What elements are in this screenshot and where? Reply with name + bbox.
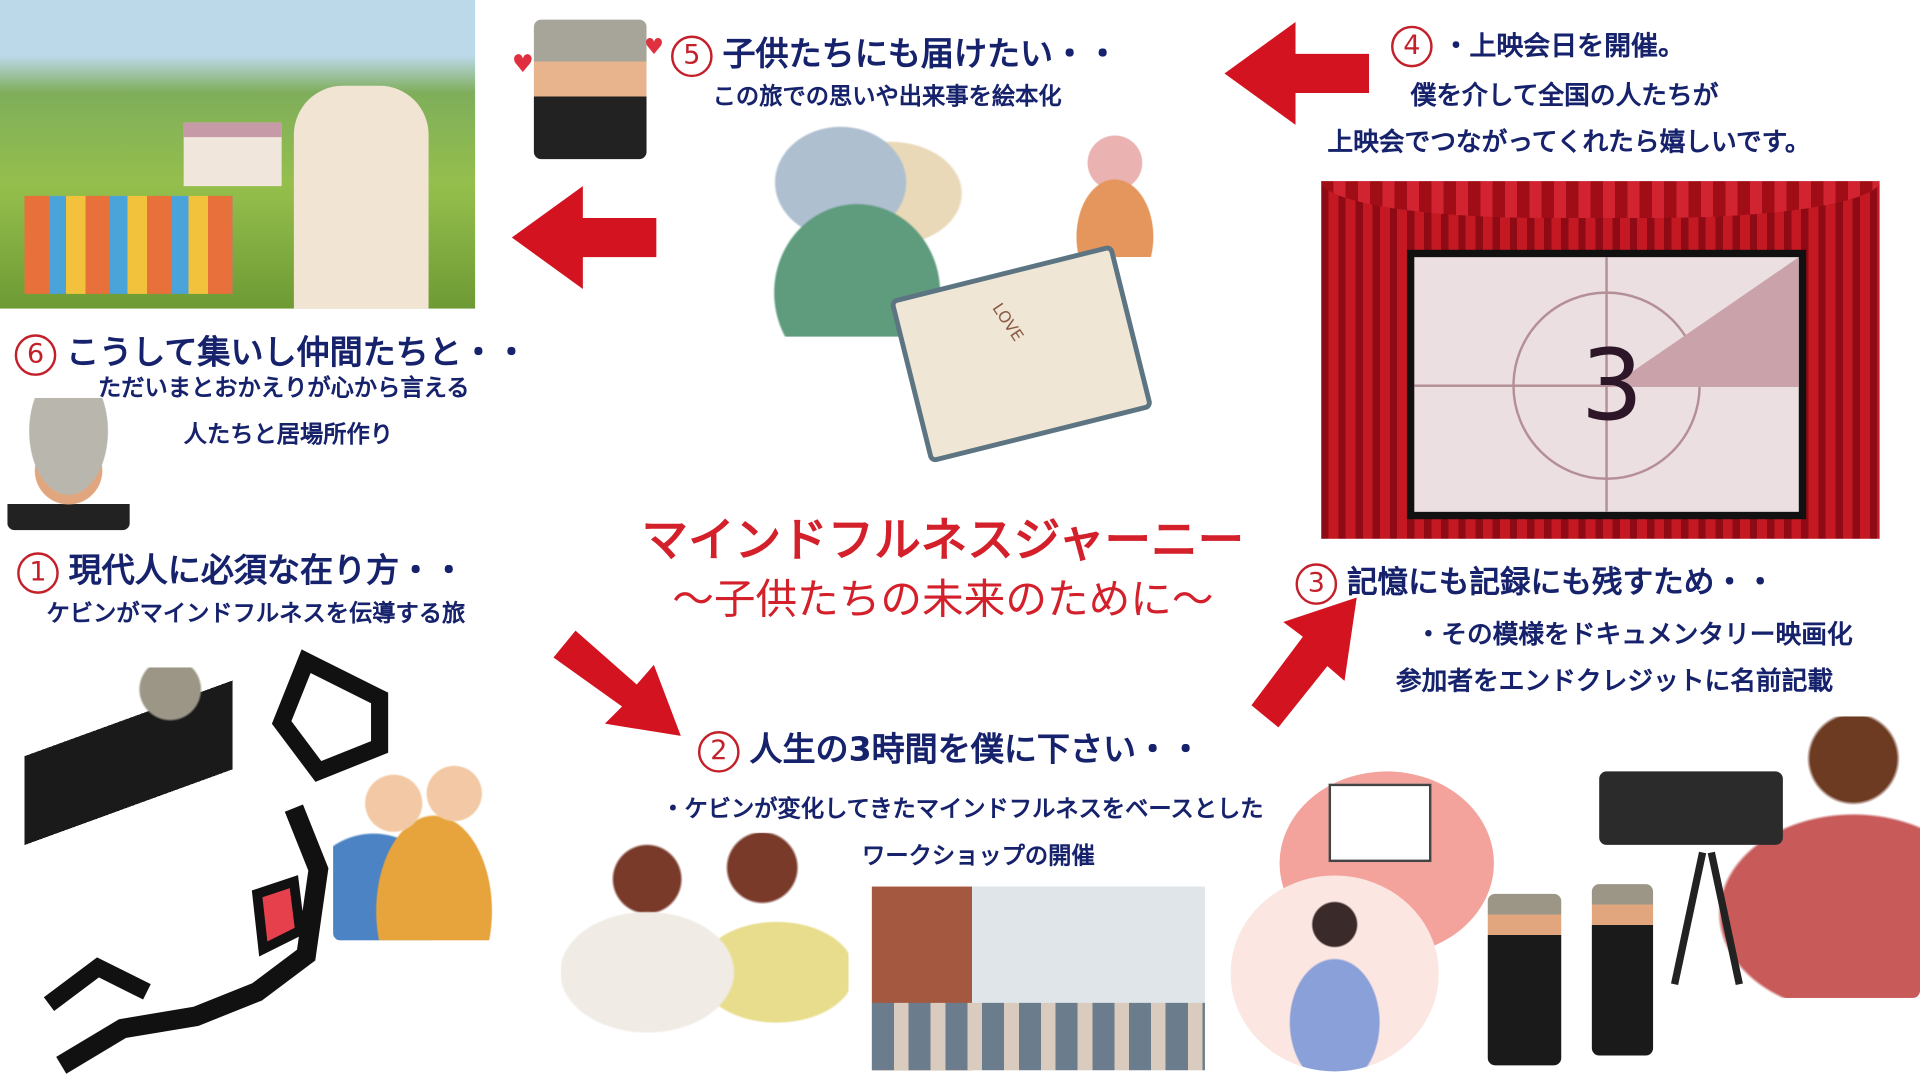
- step-1-line: ケビンがマインドフルネスを伝導する旅: [46, 600, 466, 627]
- step-4-line: 上映会でつながってくれたら嬉しいです。: [1327, 127, 1811, 157]
- step-4-heading: 4 ・上映会日を開催。: [1391, 24, 1685, 67]
- main-title: マインドフルネスジャーニー: [641, 513, 1245, 567]
- step-2-line: ・ケビンが変化してきたマインドフルネスをベースとした: [661, 795, 1264, 823]
- group-friends-illustration: [333, 744, 536, 941]
- workshop-photo: [871, 886, 1205, 1071]
- avatar-standing: [1487, 893, 1562, 1066]
- step-6-line: 人たちと居場所作り: [183, 421, 394, 449]
- running-avatar: [24, 667, 233, 888]
- arrow-left-5-to-6: [511, 186, 657, 289]
- step-heading-text: 現代人に必須な在り方・・: [68, 552, 466, 591]
- step-4-line: 僕を介して全国の人たちが: [1410, 80, 1719, 111]
- step-3-line: 参加者をエンドクレジットに名前記載: [1395, 666, 1834, 696]
- heart-icon: ♥: [511, 48, 534, 79]
- countdown-number: 3: [1580, 328, 1644, 443]
- step-3-line: ・その模様をドキュメンタリー映画化: [1415, 619, 1853, 649]
- countryside-illustration: [0, 0, 476, 309]
- step-number: 4: [1391, 25, 1433, 67]
- step-number: 5: [671, 34, 713, 77]
- avatar-thumbs-up: [7, 397, 130, 531]
- book-label: LOVE: [987, 300, 1027, 346]
- step-2-line: ワークショップの開催: [862, 842, 1095, 870]
- step-heading-text: ・上映会日を開催。: [1442, 31, 1685, 63]
- countdown-screen: 3: [1414, 257, 1799, 512]
- step-number: 3: [1295, 562, 1338, 605]
- mother-child-illustration: [1038, 122, 1192, 258]
- step-number: 1: [17, 551, 59, 594]
- arrow-left-4-to-5: [1224, 22, 1369, 125]
- friends-sitting-illustration: [560, 832, 849, 1066]
- step-6-line: ただいまとおかえりが心から言える: [97, 374, 470, 402]
- step-5-line: この旅での思いや出来事を絵本化: [712, 83, 1062, 111]
- arrow-1-to-2: [553, 630, 681, 736]
- step-heading-text: 人生の3時間を僕に下さい・・: [749, 731, 1203, 769]
- arrow-2-to-3: [1251, 597, 1357, 728]
- step-heading-text: 記憶にも記録にも残すため・・: [1346, 564, 1776, 601]
- step-number: 6: [14, 333, 57, 376]
- subtitle: 〜子供たちの未来のために〜: [672, 575, 1214, 625]
- step-heading-text: 子供たちにも届けたい・・: [722, 35, 1120, 74]
- theater-screen-illustration: 3: [1321, 181, 1880, 539]
- avatar-with-cats: [533, 19, 647, 160]
- step-heading-text: こうして集いし仲間たちと・・: [66, 334, 529, 373]
- meditation-illustration: [1230, 875, 1439, 1072]
- step-number: 2: [697, 730, 740, 773]
- camera-operator-illustration: [1586, 716, 1920, 998]
- heart-icon: ♥: [644, 34, 664, 61]
